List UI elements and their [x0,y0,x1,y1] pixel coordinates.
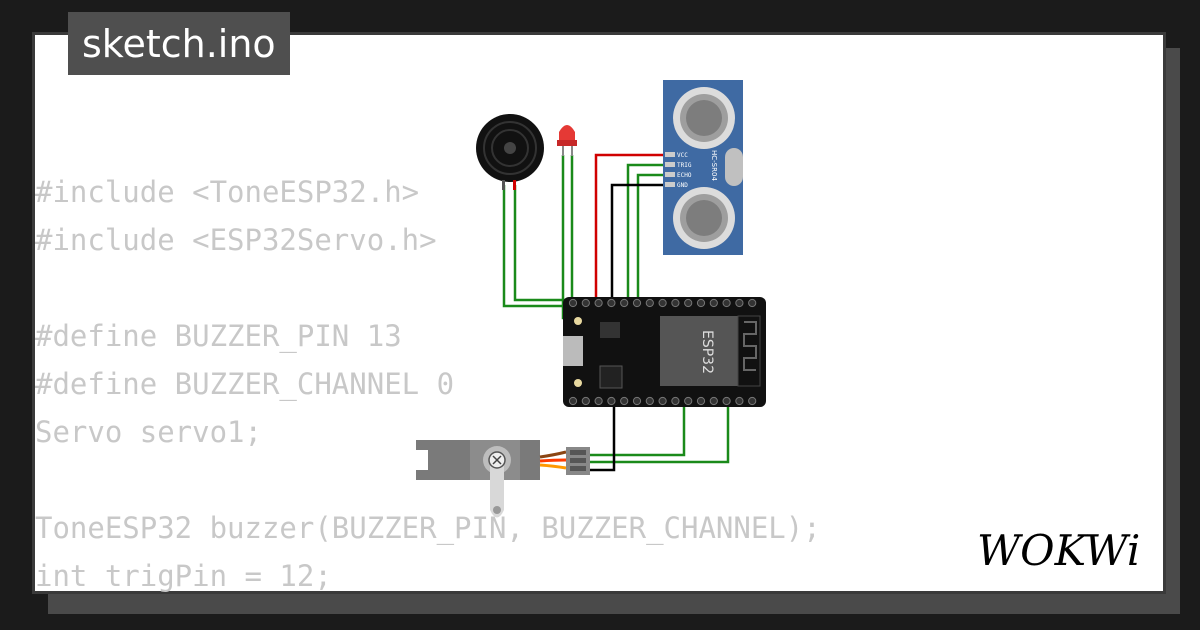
sensor-pin-vcc: VCC [677,152,688,159]
code-line: #include <ToneESP32.h> [35,175,420,209]
wire-sensor-echo [636,173,665,300]
esp32-pin [620,298,629,308]
esp32-chip-label: ESP32 [699,330,715,374]
wokwi-logo-text: WOKWi [977,526,1140,575]
code-line: ToneESP32 buzzer(BUZZER_PIN, BUZZER_CHAN… [35,511,821,545]
buzzer-icon[interactable] [476,114,544,190]
esp32-pin [581,396,590,406]
esp32-pin [735,396,744,406]
wire-sensor-trig [626,163,665,300]
esp32-pin [645,396,654,406]
esp32-pin [658,298,667,308]
code-line: int trigPin = 12; [35,559,332,593]
esp32-pin [748,298,757,308]
esp32-pin [607,298,616,308]
esp32-pin [696,298,706,308]
esp32-pin [594,396,603,406]
code-preview: #include <ToneESP32.h> #include <ESP32Ser… [35,168,821,600]
ultrasonic-sensor-icon[interactable]: VCC TRIG ECHO GND HC-SR04 [663,80,743,255]
esp32-pin [671,298,680,308]
esp32-pin [709,298,718,308]
sensor-model-label: HC-SR04 [710,150,718,181]
sensor-pin-trig: TRIG [677,162,692,169]
esp32-pin [709,396,718,406]
esp32-pin [568,396,578,406]
sensor-pin-gnd: GND [677,182,688,189]
esp32-pin [684,298,693,308]
esp32-pin [671,396,680,406]
sensor-pin-echo: ECHO [677,172,692,179]
esp32-pin [620,396,629,406]
code-line: #include <ESP32Servo.h> [35,223,437,257]
wire-servo-gnd [590,402,616,472]
code-line: Servo servo1; [35,415,262,449]
esp32-pin [722,298,731,308]
led-icon[interactable] [557,125,577,156]
esp32-pin [658,396,667,406]
wire-sensor-gnd [610,183,665,300]
esp32-pin [568,298,578,308]
esp32-pin [645,298,654,308]
esp32-pin [607,396,616,406]
wire-servo-vcc [590,400,730,464]
esp32-pin [722,396,731,406]
code-line: #define BUZZER_PIN 13 [35,319,402,353]
esp32-pin [696,396,706,406]
code-line: #define BUZZER_CHANNEL 0 [35,367,455,401]
wire-servo-signal [590,400,686,457]
wokwi-logo: WOKWi [977,526,1140,575]
esp32-pin [632,298,642,308]
esp32-pin [735,298,744,308]
esp32-pin [684,396,693,406]
esp32-pin [748,396,757,406]
servo-icon[interactable] [416,440,590,518]
file-tab[interactable]: sketch.ino [68,12,290,75]
esp32-pin [594,298,603,308]
wire-buzzer-gnd [502,185,600,308]
esp32-board-icon[interactable]: ESP32 [563,297,766,407]
esp32-pin [632,396,642,406]
esp32-pin [581,298,590,308]
